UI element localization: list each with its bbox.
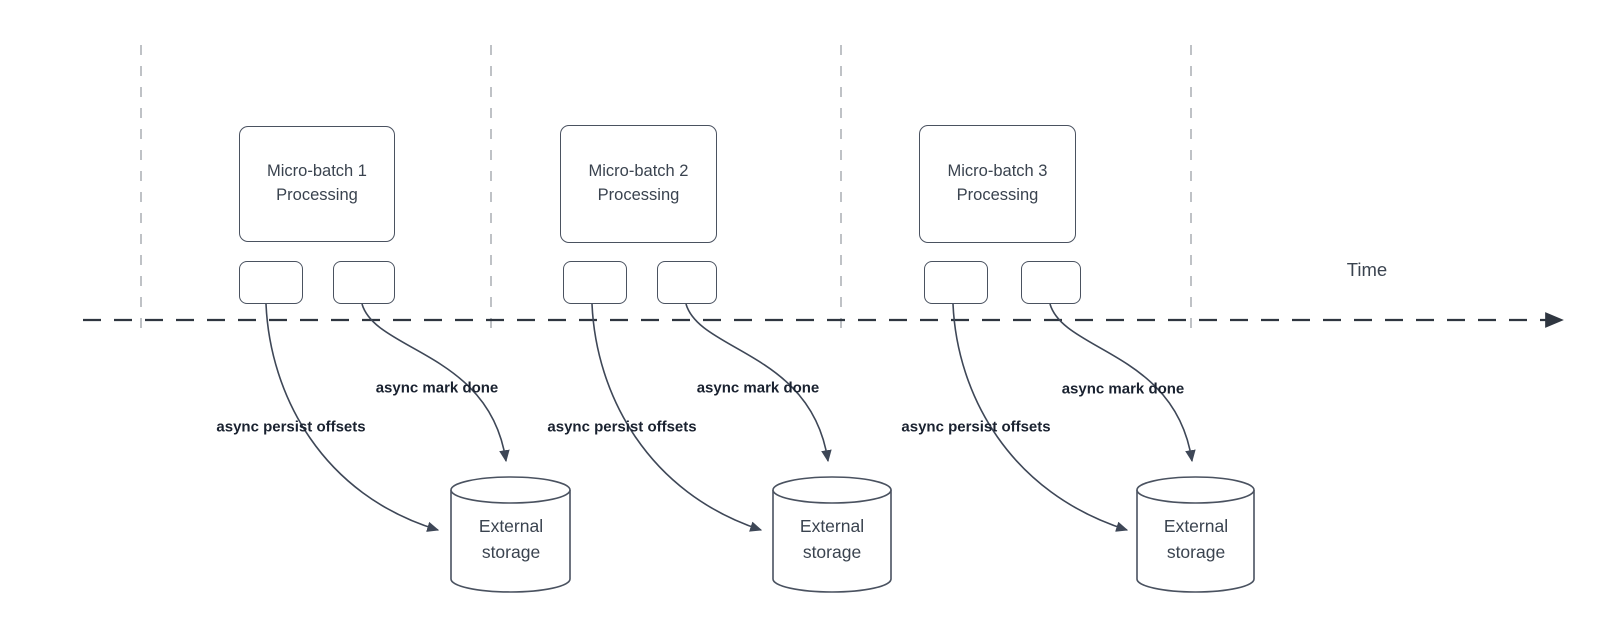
storage-label-1: External storage (478, 516, 544, 563)
mark-done-arrow-2 (685, 303, 832, 463)
small-task-box-3-left (924, 261, 988, 304)
small-task-box-2-left (563, 261, 627, 304)
storage-cylinder-body-2 (772, 490, 892, 593)
microbatch-box-3: Micro-batch 3 Processing (919, 125, 1076, 243)
storage-cylinder-top-2 (772, 476, 892, 504)
microbatch-title-2: Micro-batch 2 Processing (588, 162, 689, 204)
persist-offsets-label-3: async persist offsets (901, 418, 1051, 436)
storage-cylinder-top-3 (1136, 476, 1255, 504)
persist-offsets-arrow-2 (591, 303, 763, 532)
persist-offsets-arrow-1 (265, 303, 440, 532)
storage-label-3: External storage (1163, 516, 1229, 563)
small-task-box-2-right (657, 261, 717, 304)
persist-offsets-label-2: async persist offsets (547, 418, 697, 436)
microbatch-box-1: Micro-batch 1 Processing (239, 126, 395, 242)
mark-done-label-2: async mark done (696, 379, 820, 397)
storage-cylinder-body-3 (1136, 490, 1255, 593)
mark-done-arrow-3 (1049, 303, 1196, 463)
small-task-box-1-right (333, 261, 395, 304)
small-task-box-1-left (239, 261, 303, 304)
persist-offsets-label-1: async persist offsets (216, 418, 366, 436)
storage-cylinder-top-1 (450, 476, 571, 504)
time-axis-label: Time (1346, 259, 1388, 280)
mark-done-label-1: async mark done (375, 379, 499, 397)
microbatch-box-2: Micro-batch 2 Processing (560, 125, 717, 243)
storage-cylinder-body-1 (450, 490, 571, 593)
microbatch-title-1: Micro-batch 1 Processing (267, 162, 367, 204)
microbatch-title-3: Micro-batch 3 Processing (947, 162, 1048, 204)
storage-label-2: External storage (799, 516, 865, 563)
mark-done-label-3: async mark done (1061, 380, 1185, 398)
small-task-box-3-right (1021, 261, 1081, 304)
mark-done-arrow-1 (361, 303, 510, 463)
persist-offsets-arrow-3 (952, 303, 1129, 532)
